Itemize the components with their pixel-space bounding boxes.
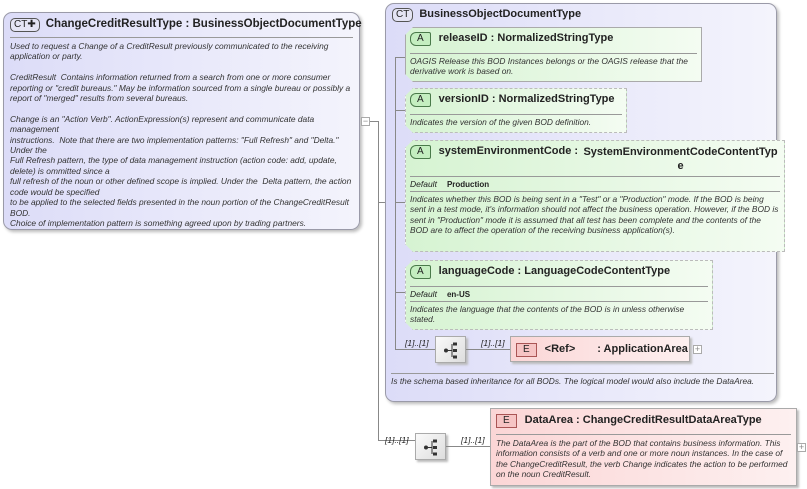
connector (446, 446, 490, 447)
attribute-description: OAGIS Release this BOD Instances belongs… (410, 56, 688, 77)
connector (395, 202, 405, 203)
attribute-description: Indicates the language that the contents… (410, 304, 685, 325)
connector (370, 121, 378, 122)
connector (378, 440, 415, 441)
element-description: The DataArea is the part of the BOD that… (496, 438, 788, 480)
attribute-type: LanguageCodeContentType (524, 265, 671, 277)
sequence-icon (424, 439, 437, 456)
divider (410, 53, 697, 54)
sequence-compositor[interactable] (435, 336, 466, 363)
element-type: ChangeCreditResultDataAreaType (582, 414, 762, 426)
divider (10, 37, 353, 38)
base-type-header: CT BusinessObjectDocumentType (392, 8, 770, 22)
complex-type-change-credit-result[interactable]: CT✚ChangeCreditResultType : BusinessObje… (3, 12, 362, 230)
element-badge: E (516, 343, 537, 357)
attribute-type: NormalizedStringType (497, 32, 614, 44)
sequence-icon (444, 342, 457, 359)
attribute-badge: A (410, 32, 431, 46)
collapse-button[interactable]: − (361, 116, 370, 126)
attribute-name: systemEnvironmentCode (438, 145, 572, 157)
cardinality-label: [1]..[1] (481, 338, 505, 348)
type-header: CT✚ChangeCreditResultType : BusinessObje… (10, 18, 362, 32)
divider (410, 286, 708, 287)
element-badge: E (496, 414, 517, 428)
default-value: en-US (446, 290, 471, 299)
divider (391, 373, 774, 374)
default-row: Default Production (410, 179, 780, 189)
cardinality-label: [1]..[1] (461, 435, 485, 445)
connector (395, 110, 405, 111)
attribute-name: languageCode (438, 265, 515, 277)
connector (395, 349, 435, 350)
connector (378, 202, 386, 203)
default-row: Default en-US (410, 289, 708, 299)
attribute-name: releaseID (438, 32, 488, 44)
attribute-type: SystemEnvironmentCodeContentType (583, 146, 778, 172)
divider (410, 114, 622, 115)
sequence-compositor[interactable] (415, 433, 446, 460)
complex-type-badge: CT✚ (10, 18, 40, 32)
element-application-area[interactable]: E <Ref> : ApplicationArea (510, 336, 690, 362)
default-label: Default (410, 179, 437, 189)
attribute-description: Indicates whether this BOD is being sent… (410, 194, 779, 236)
divider (410, 191, 780, 192)
type-description: Used to request a Change of a CreditResu… (10, 41, 352, 228)
expand-button[interactable]: + (693, 344, 702, 354)
connector (466, 349, 510, 350)
connector (395, 57, 396, 349)
connector (395, 57, 405, 58)
connector (395, 292, 405, 293)
element-name: DataArea (524, 414, 573, 426)
divider (410, 176, 780, 177)
element-header: E <Ref> : ApplicationArea (516, 343, 688, 357)
attribute-badge: A (410, 145, 431, 159)
base-type-name: BusinessObjectDocumentType (192, 18, 362, 30)
type-name: ChangeCreditResultType (45, 18, 183, 30)
ref-label: <Ref> (544, 343, 576, 355)
attribute-type: NormalizedStringType (498, 93, 615, 105)
expand-button[interactable]: + (797, 442, 806, 452)
element-name: : ApplicationArea (597, 343, 688, 355)
base-type-title: BusinessObjectDocumentType (419, 8, 582, 20)
connector (378, 121, 379, 441)
complex-type-badge: CT (392, 8, 414, 22)
default-value: Production (446, 180, 490, 189)
base-type-description: Is the schema based inheritance for all … (391, 376, 755, 386)
cardinality-label: [1]..[1] (385, 435, 409, 445)
attribute-description: Indicates the version of the given BOD d… (410, 117, 592, 127)
attribute-badge: A (410, 265, 431, 279)
default-label: Default (410, 289, 437, 299)
divider (410, 301, 708, 302)
attribute-badge: A (410, 93, 431, 107)
cardinality-label: [1]..[1] (405, 338, 429, 348)
divider (496, 434, 791, 435)
attribute-name: versionID (438, 93, 489, 105)
